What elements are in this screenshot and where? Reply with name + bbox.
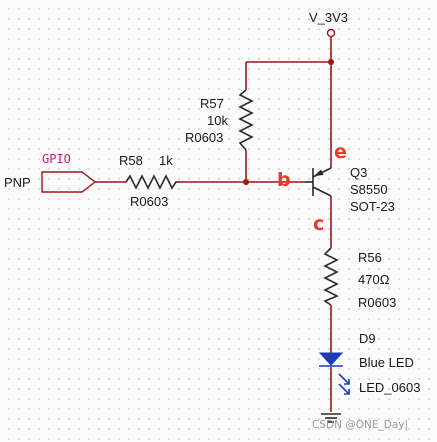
port-net-label: GPIO — [42, 152, 71, 166]
d9-triangle — [318, 352, 344, 366]
d9-emission-arrow-2 — [344, 389, 350, 395]
d9-emission-ray-2 — [338, 383, 350, 395]
watermark: CSDN @ONE_Day| — [312, 419, 408, 431]
resistor-r57: R57 10k R0603 — [185, 89, 254, 151]
r58-ref: R58 — [119, 153, 143, 168]
r58-footprint: R0603 — [130, 194, 168, 209]
annotation-c: c — [313, 213, 324, 235]
ground-symbol — [321, 413, 341, 423]
port-arrow-shape — [41, 171, 97, 193]
port-name-label: PNP — [4, 175, 31, 190]
r57-value: 10k — [207, 113, 228, 128]
annotation-e: e — [334, 141, 347, 163]
q3-package: SOT-23 — [350, 199, 395, 214]
r56-footprint: R0603 — [358, 295, 396, 310]
q3-emitter-arrow — [314, 169, 324, 176]
q3-ref: Q3 — [350, 165, 367, 180]
r56-value: 470Ω — [358, 272, 390, 287]
wires — [95, 37, 334, 412]
r57-zigzag — [238, 89, 254, 151]
led-d9: D9 Blue LED LED_0603 — [318, 331, 420, 395]
q3-part: S8550 — [350, 182, 388, 197]
d9-footprint: LED_0603 — [359, 380, 420, 395]
input-port: GPIO PNP — [4, 152, 97, 193]
d9-ref: D9 — [359, 331, 376, 346]
d9-part: Blue LED — [359, 355, 414, 370]
annotation-b: b — [277, 169, 291, 191]
r57-footprint: R0603 — [185, 130, 223, 145]
resistor-r58: R58 1k R0603 — [119, 153, 180, 209]
r57-ref: R57 — [200, 96, 224, 111]
junction-dot-base — [243, 179, 249, 185]
junction-dot-top — [328, 59, 334, 65]
transistor-q3: Q3 S8550 SOT-23 b e c — [277, 141, 395, 235]
r58-value: 1k — [159, 153, 173, 168]
q3-collector-lead — [312, 186, 332, 197]
d9-emission-arrow-1 — [344, 379, 350, 385]
r56-zigzag — [323, 247, 339, 306]
power-net-label: V_3V3 — [309, 10, 348, 25]
resistor-r56: R56 470Ω R0603 — [323, 247, 396, 310]
r56-ref: R56 — [358, 250, 382, 265]
r58-zigzag — [125, 174, 180, 190]
power-symbol: V_3V3 — [309, 10, 348, 38]
d9-emission-ray-1 — [338, 373, 350, 385]
